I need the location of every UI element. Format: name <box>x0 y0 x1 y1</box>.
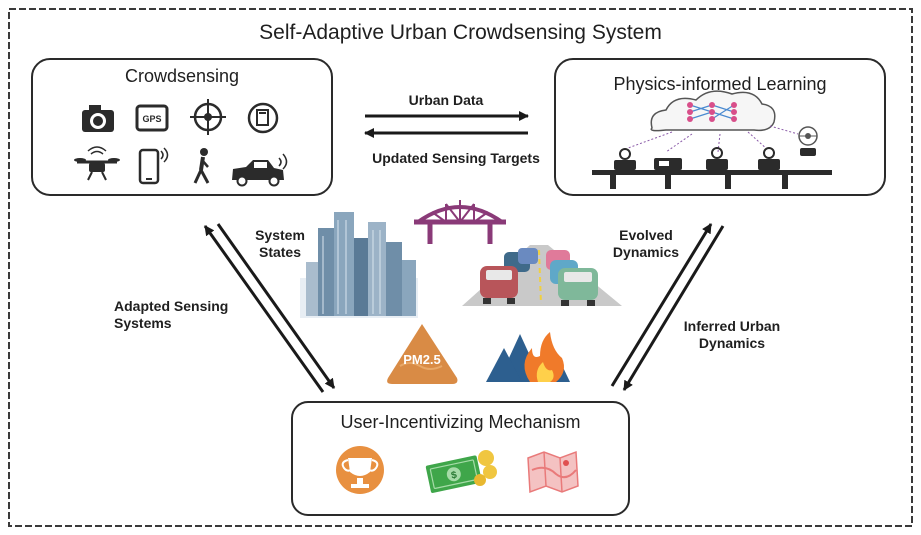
physics-learning-title: Physics-informed Learning <box>613 74 827 94</box>
dollar-label: $ <box>450 470 458 482</box>
diagram-title: Self-Adaptive Urban Crowdsensing System <box>259 21 662 44</box>
system-states-label: System States <box>248 227 312 261</box>
system-states-line1: System <box>255 227 305 243</box>
crowdsensing-title: Crowdsensing <box>124 66 240 86</box>
trophy-icon <box>336 446 384 494</box>
drone-icon <box>74 146 120 181</box>
inferred-line1: Inferred Urban <box>683 318 781 334</box>
vehicle-icon <box>614 147 780 170</box>
money-icon: $ <box>425 450 497 493</box>
sensor-icon <box>247 102 279 134</box>
adapted-line1: Adapted Sensing <box>114 298 229 314</box>
evolved-dynamics-arrow <box>622 225 725 391</box>
buildings-icon <box>300 212 418 318</box>
map-icon <box>527 450 579 494</box>
evolved-line1: Evolved <box>619 227 673 243</box>
outer-frame <box>8 8 913 527</box>
pedestrian-icon <box>193 148 210 184</box>
compass-icon <box>190 99 226 135</box>
robot-icon <box>798 126 818 156</box>
inferred-dynamics-label: Inferred Urban Dynamics <box>672 318 792 352</box>
inferred-dynamics-arrow <box>610 223 713 387</box>
gps-icon: GPS <box>135 104 169 132</box>
gps-label: GPS <box>142 114 161 124</box>
urban-data-label: Urban Data <box>408 92 484 108</box>
incentive-title: User-Incentivizing Mechanism <box>340 412 581 432</box>
evolved-dynamics-label: Evolved Dynamics <box>606 227 686 261</box>
bridge-icon <box>414 200 506 244</box>
evolved-line2: Dynamics <box>612 244 680 260</box>
system-states-line2: States <box>258 244 302 260</box>
wildfire-icon <box>486 332 570 382</box>
camera-icon <box>82 105 114 132</box>
cloud-network-icon <box>627 90 799 153</box>
car-icon <box>232 153 288 187</box>
pm25-icon: PM2.5 <box>387 324 458 384</box>
pm25-label: PM2.5 <box>403 352 441 367</box>
phone-icon <box>138 147 169 185</box>
updated-targets-label: Updated Sensing Targets <box>372 150 540 166</box>
bridge-road-icon <box>592 170 832 189</box>
adapted-line2: Systems <box>114 315 172 331</box>
adapted-systems-arrow <box>203 225 325 393</box>
adapted-systems-label: Adapted Sensing Systems <box>114 298 228 332</box>
inferred-line2: Dynamics <box>698 335 766 351</box>
traffic-icon <box>462 245 622 306</box>
system-states-arrow <box>216 223 336 389</box>
